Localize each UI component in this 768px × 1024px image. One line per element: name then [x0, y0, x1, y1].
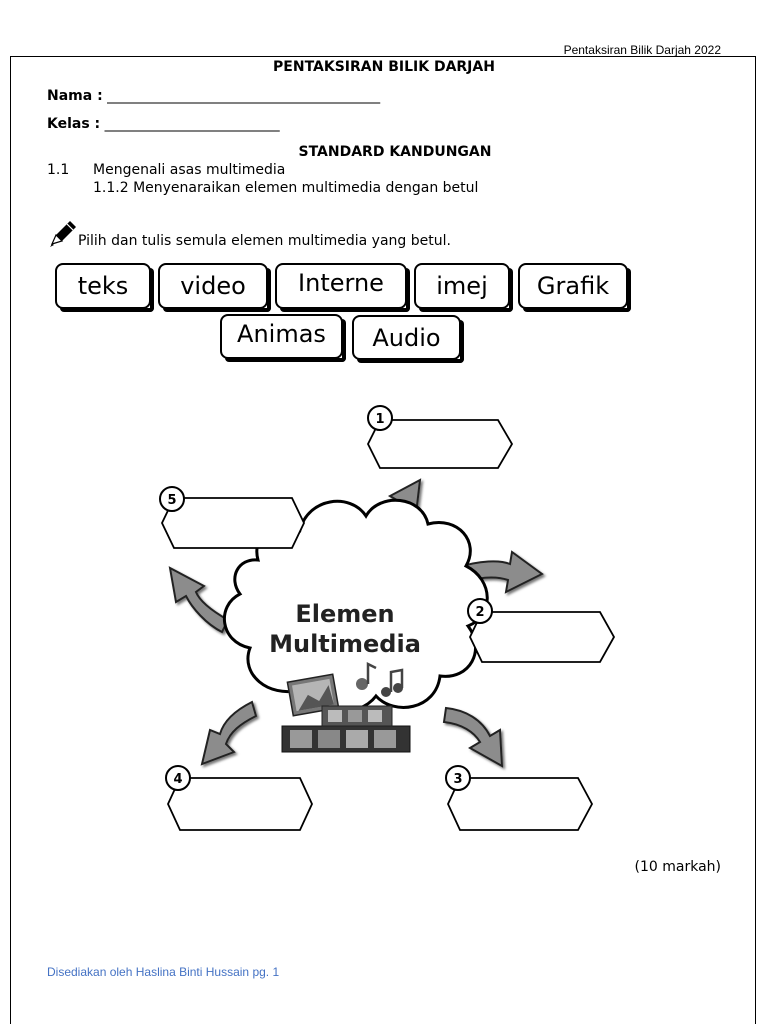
center-title-line-1: Elemen [295, 600, 394, 628]
answer-slot-1[interactable]: 1 [366, 405, 514, 469]
nama-field[interactable]: Nama : _________________________________… [47, 88, 380, 104]
word-interne[interactable]: Interne [275, 263, 410, 312]
slot-number-1: 1 [375, 412, 384, 427]
arrow-to-3 [442, 706, 504, 768]
word-teks[interactable]: teks [55, 263, 154, 312]
footer-credit: Disediakan oleh Haslina Binti Hussain pg… [47, 965, 280, 979]
standard-heading: STANDARD KANDUNGAN [298, 144, 492, 160]
nama-line: _______________________________________ [107, 88, 381, 104]
word-audio[interactable]: Audio [352, 315, 464, 363]
standard-text-1: Mengenali asas multimedia [93, 162, 286, 178]
nama-label: Nama : [47, 88, 103, 104]
slot-number-5: 5 [167, 493, 176, 508]
slot-number-2: 2 [475, 605, 484, 620]
kelas-line: _________________________ [104, 116, 280, 132]
word-grafik[interactable]: Grafik [518, 263, 631, 312]
slot-number-4: 4 [173, 772, 182, 787]
word-animas[interactable]: Animas [220, 314, 346, 362]
page-frame [10, 56, 756, 1024]
kelas-label: Kelas : [47, 116, 101, 132]
media-collage-icon [281, 661, 411, 753]
answer-slot-3[interactable]: 3 [445, 765, 594, 831]
word-video[interactable]: video [158, 263, 271, 312]
word-imej[interactable]: imej [414, 263, 513, 312]
marks-label: (10 markah) [634, 859, 721, 875]
header-note: Pentaksiran Bilik Darjah 2022 [563, 43, 721, 57]
page-title: PENTAKSIRAN BILIK DARJAH [273, 59, 495, 75]
answer-slot-5[interactable]: 5 [159, 486, 305, 549]
instruction: Pilih dan tulis semula elemen multimedia… [78, 233, 451, 249]
center-title-line-2: Multimedia [269, 630, 421, 658]
kelas-field[interactable]: Kelas : _________________________ [47, 116, 280, 132]
standard-line-1: 1.1 Mengenali asas multimedia [47, 162, 285, 178]
answer-slot-2[interactable]: 2 [467, 598, 616, 663]
center-cloud [223, 498, 489, 714]
arrow-to-4 [200, 700, 258, 766]
arrow-to-5 [168, 566, 230, 634]
slot-number-3: 3 [453, 772, 462, 787]
multimedia-diagram: Elemen Multimedia 1 2 3 [159, 405, 616, 831]
pencil-icon [50, 221, 76, 247]
answer-slot-4[interactable]: 4 [165, 765, 313, 831]
standard-number: 1.1 [47, 162, 70, 178]
standard-line-2: 1.1.2 Menyenaraikan elemen multimedia de… [93, 180, 479, 196]
